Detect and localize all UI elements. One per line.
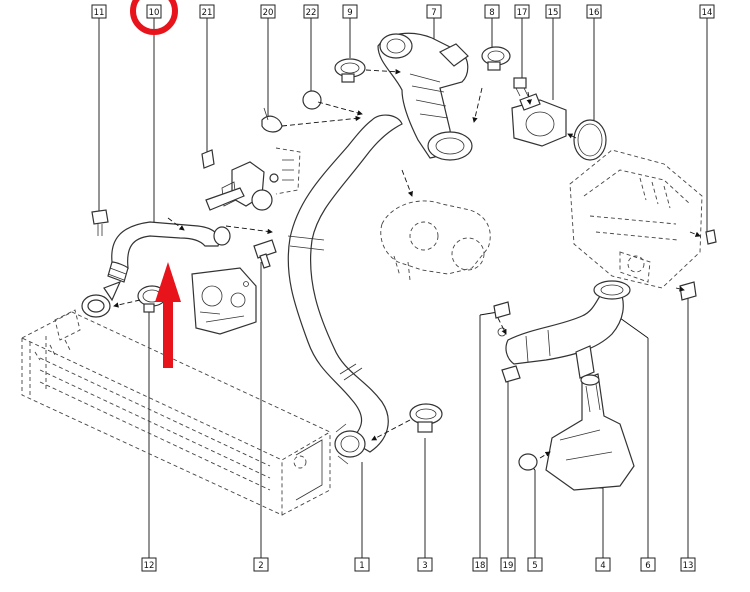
callout-19: 19 bbox=[500, 557, 516, 572]
svg-text:8: 8 bbox=[489, 8, 494, 18]
highlight-arrow bbox=[155, 262, 181, 368]
clamp-3 bbox=[409, 403, 443, 433]
svg-text:11: 11 bbox=[94, 8, 105, 18]
intake-pipe-7 bbox=[377, 32, 473, 161]
callout-12: 12 bbox=[141, 557, 157, 572]
callout-1: 1 bbox=[354, 557, 370, 572]
svg-text:1: 1 bbox=[359, 561, 364, 571]
callout-2: 2 bbox=[253, 557, 269, 572]
callout-8: 8 bbox=[484, 4, 500, 19]
air-filter-box bbox=[569, 149, 703, 289]
screw-17 bbox=[513, 77, 529, 97]
callout-14: 14 bbox=[699, 4, 715, 19]
retainer-20 bbox=[261, 107, 283, 133]
intercooler bbox=[20, 309, 331, 516]
callout-7: 7 bbox=[426, 4, 442, 19]
svg-text:20: 20 bbox=[263, 8, 274, 18]
svg-text:16: 16 bbox=[589, 8, 600, 18]
svg-text:2: 2 bbox=[258, 561, 263, 571]
assembly-arrows bbox=[113, 69, 701, 459]
svg-text:22: 22 bbox=[306, 8, 317, 18]
svg-text:4: 4 bbox=[600, 561, 605, 571]
svg-text:6: 6 bbox=[645, 561, 650, 571]
svg-text:12: 12 bbox=[144, 561, 155, 571]
callout-16: 16 bbox=[586, 4, 602, 19]
actuator-assembly bbox=[201, 147, 301, 211]
clamp-9 bbox=[334, 58, 366, 83]
svg-text:10: 10 bbox=[149, 8, 160, 18]
hose-10 bbox=[81, 221, 231, 318]
svg-text:17: 17 bbox=[517, 8, 528, 18]
svg-text:18: 18 bbox=[475, 561, 486, 571]
clamp-8 bbox=[481, 46, 511, 71]
callouts-bottom: 12 2 1 3 18 19 5 4 6 13 bbox=[141, 557, 696, 572]
throttle-body bbox=[191, 267, 257, 335]
callout-13: 13 bbox=[680, 557, 696, 572]
bolt-11 bbox=[91, 209, 109, 236]
callout-9: 9 bbox=[342, 4, 358, 19]
hose-1 bbox=[287, 114, 403, 465]
callout-5: 5 bbox=[527, 557, 543, 572]
svg-text:21: 21 bbox=[202, 8, 213, 18]
svg-text:9: 9 bbox=[347, 8, 352, 18]
bolt-2 bbox=[253, 239, 277, 269]
turbocharger bbox=[380, 200, 491, 281]
callout-3: 3 bbox=[417, 557, 433, 572]
callout-17: 17 bbox=[514, 4, 530, 19]
callout-11: 11 bbox=[91, 4, 107, 19]
resonator-4 bbox=[545, 373, 635, 491]
callout-22: 22 bbox=[303, 4, 319, 19]
pipe-6 bbox=[505, 280, 631, 379]
airflow-meter-15 bbox=[511, 93, 567, 147]
fitting-18 bbox=[493, 301, 511, 337]
callout-15: 15 bbox=[545, 4, 561, 19]
fitting-19 bbox=[501, 365, 521, 383]
svg-text:14: 14 bbox=[702, 8, 713, 18]
callout-21: 21 bbox=[199, 4, 215, 19]
svg-text:7: 7 bbox=[431, 8, 436, 18]
svg-text:19: 19 bbox=[503, 561, 514, 571]
svg-text:15: 15 bbox=[548, 8, 559, 18]
ring-16 bbox=[573, 119, 607, 161]
callout-4: 4 bbox=[595, 557, 611, 572]
plug-5 bbox=[518, 453, 538, 471]
highlight-circle bbox=[130, 0, 178, 35]
svg-text:3: 3 bbox=[422, 561, 427, 571]
bolt-14 bbox=[705, 229, 717, 245]
callout-18: 18 bbox=[472, 557, 488, 572]
clip-13 bbox=[679, 281, 697, 301]
svg-text:13: 13 bbox=[683, 561, 694, 571]
callouts-top: 11 10 21 20 22 9 7 8 17 15 16 14 bbox=[91, 4, 715, 19]
svg-text:5: 5 bbox=[532, 561, 537, 571]
seal-22 bbox=[302, 90, 322, 110]
callout-6: 6 bbox=[640, 557, 656, 572]
callout-20: 20 bbox=[260, 4, 276, 19]
callout-10: 10 bbox=[146, 4, 162, 19]
